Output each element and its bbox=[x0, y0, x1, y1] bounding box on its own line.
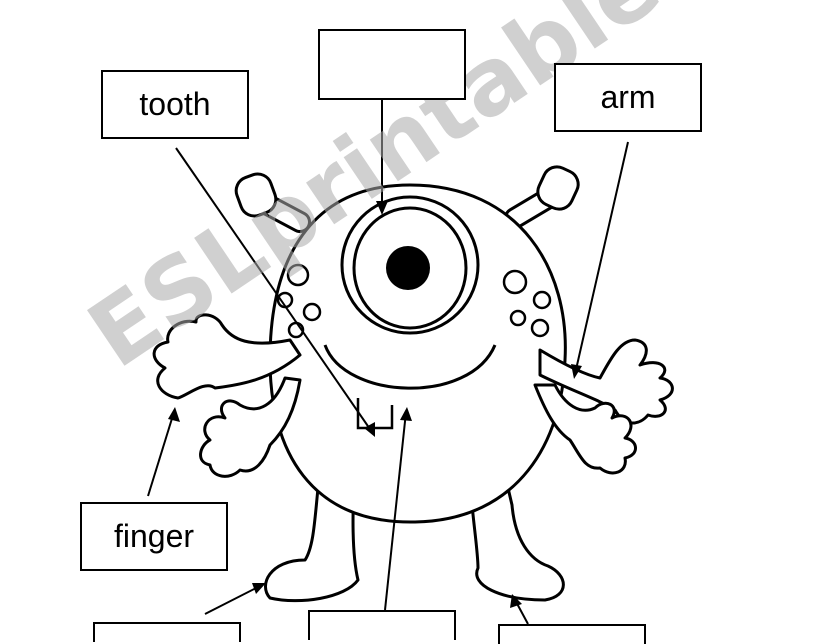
label-box-arm[interactable]: arm bbox=[554, 63, 702, 132]
label-box-top-center[interactable] bbox=[318, 29, 466, 100]
label-box-tooth[interactable]: tooth bbox=[101, 70, 249, 139]
right-antenna-tip bbox=[536, 165, 580, 211]
right-leg bbox=[468, 473, 565, 602]
mouth bbox=[323, 344, 497, 390]
monster-illustration bbox=[147, 100, 674, 625]
left-antenna-tip bbox=[234, 172, 278, 218]
pupil bbox=[386, 246, 430, 290]
left-lower-hand bbox=[199, 376, 302, 478]
label-box-bottom-left[interactable] bbox=[93, 622, 241, 642]
label-box-finger[interactable]: finger bbox=[80, 502, 228, 571]
left-upper-hand bbox=[152, 313, 302, 400]
label-box-bottom-center[interactable] bbox=[308, 610, 456, 640]
worksheet: ESLprintables.com tooth arm finger bbox=[70, 0, 826, 644]
right-lower-hand bbox=[533, 383, 637, 475]
label-box-bottom-right[interactable] bbox=[498, 624, 646, 644]
